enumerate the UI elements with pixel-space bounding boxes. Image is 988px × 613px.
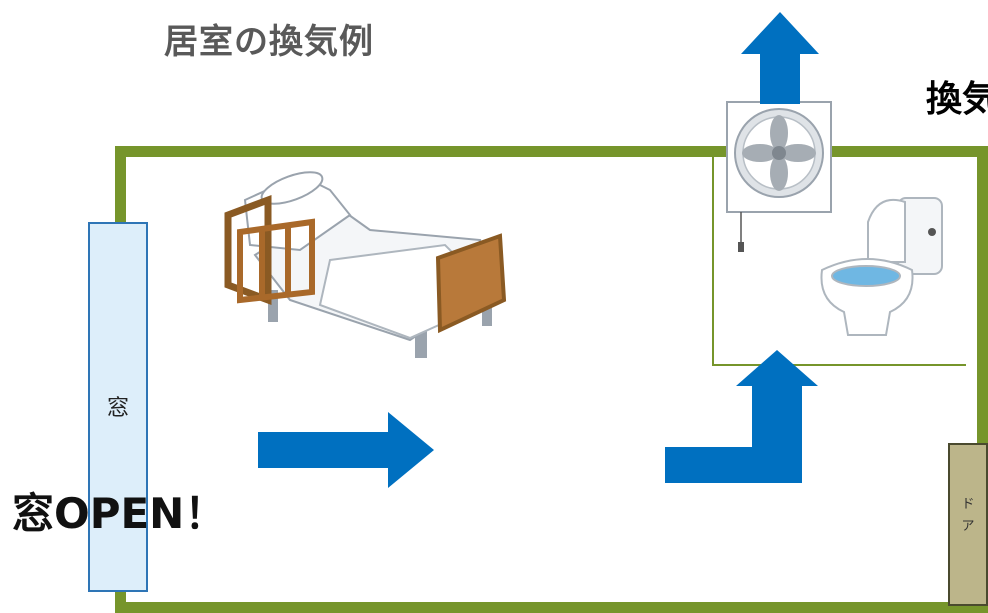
diagram-title: 居室の換気例 xyxy=(164,22,374,62)
airflow-arrow-up-turn xyxy=(665,350,818,483)
ventilation-fan-icon xyxy=(726,101,832,252)
door-label: ド ア xyxy=(948,494,988,538)
window xyxy=(88,222,148,592)
toilet-room-outline xyxy=(712,155,966,366)
airflow-arrows xyxy=(258,12,819,488)
toilet-icon xyxy=(820,197,943,336)
door-label-line2: ア xyxy=(961,519,975,534)
exhaust-arrow-up xyxy=(741,12,819,104)
window-label: 窓 xyxy=(106,396,129,421)
bed-illustration xyxy=(224,171,507,358)
fan-caption: 換気 xyxy=(926,79,988,120)
window-open-caption: 窓OPEN！ xyxy=(12,489,227,538)
door xyxy=(948,443,988,606)
airflow-arrow-right xyxy=(258,412,434,488)
door-label-line1: ド xyxy=(961,497,975,512)
